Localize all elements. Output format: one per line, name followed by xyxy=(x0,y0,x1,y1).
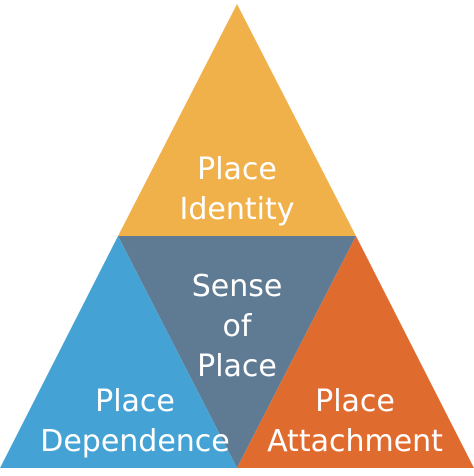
place-identity-line-1: Place xyxy=(197,152,277,187)
place-attachment-label: Place Attachment xyxy=(255,382,455,462)
place-identity-segment xyxy=(118,4,356,236)
sense-of-place-label: Sense of Place xyxy=(157,267,317,387)
place-attachment-line-2: Attachment xyxy=(267,424,443,459)
place-identity-line-2: Identity xyxy=(179,192,295,227)
sense-of-place-line-3: Place xyxy=(197,349,277,384)
place-dependence-line-2: Dependence xyxy=(40,424,230,459)
place-dependence-line-1: Place xyxy=(95,384,175,419)
sense-of-place-line-1: Sense xyxy=(191,269,283,304)
place-identity-label: Place Identity xyxy=(137,150,337,230)
sense-of-place-line-2: of xyxy=(222,309,252,344)
place-dependence-segment xyxy=(0,236,237,468)
place-dependence-label: Place Dependence xyxy=(40,382,230,462)
place-attachment-segment xyxy=(237,236,474,468)
sense-of-place-segment xyxy=(118,236,356,468)
place-attachment-line-1: Place xyxy=(315,384,395,419)
